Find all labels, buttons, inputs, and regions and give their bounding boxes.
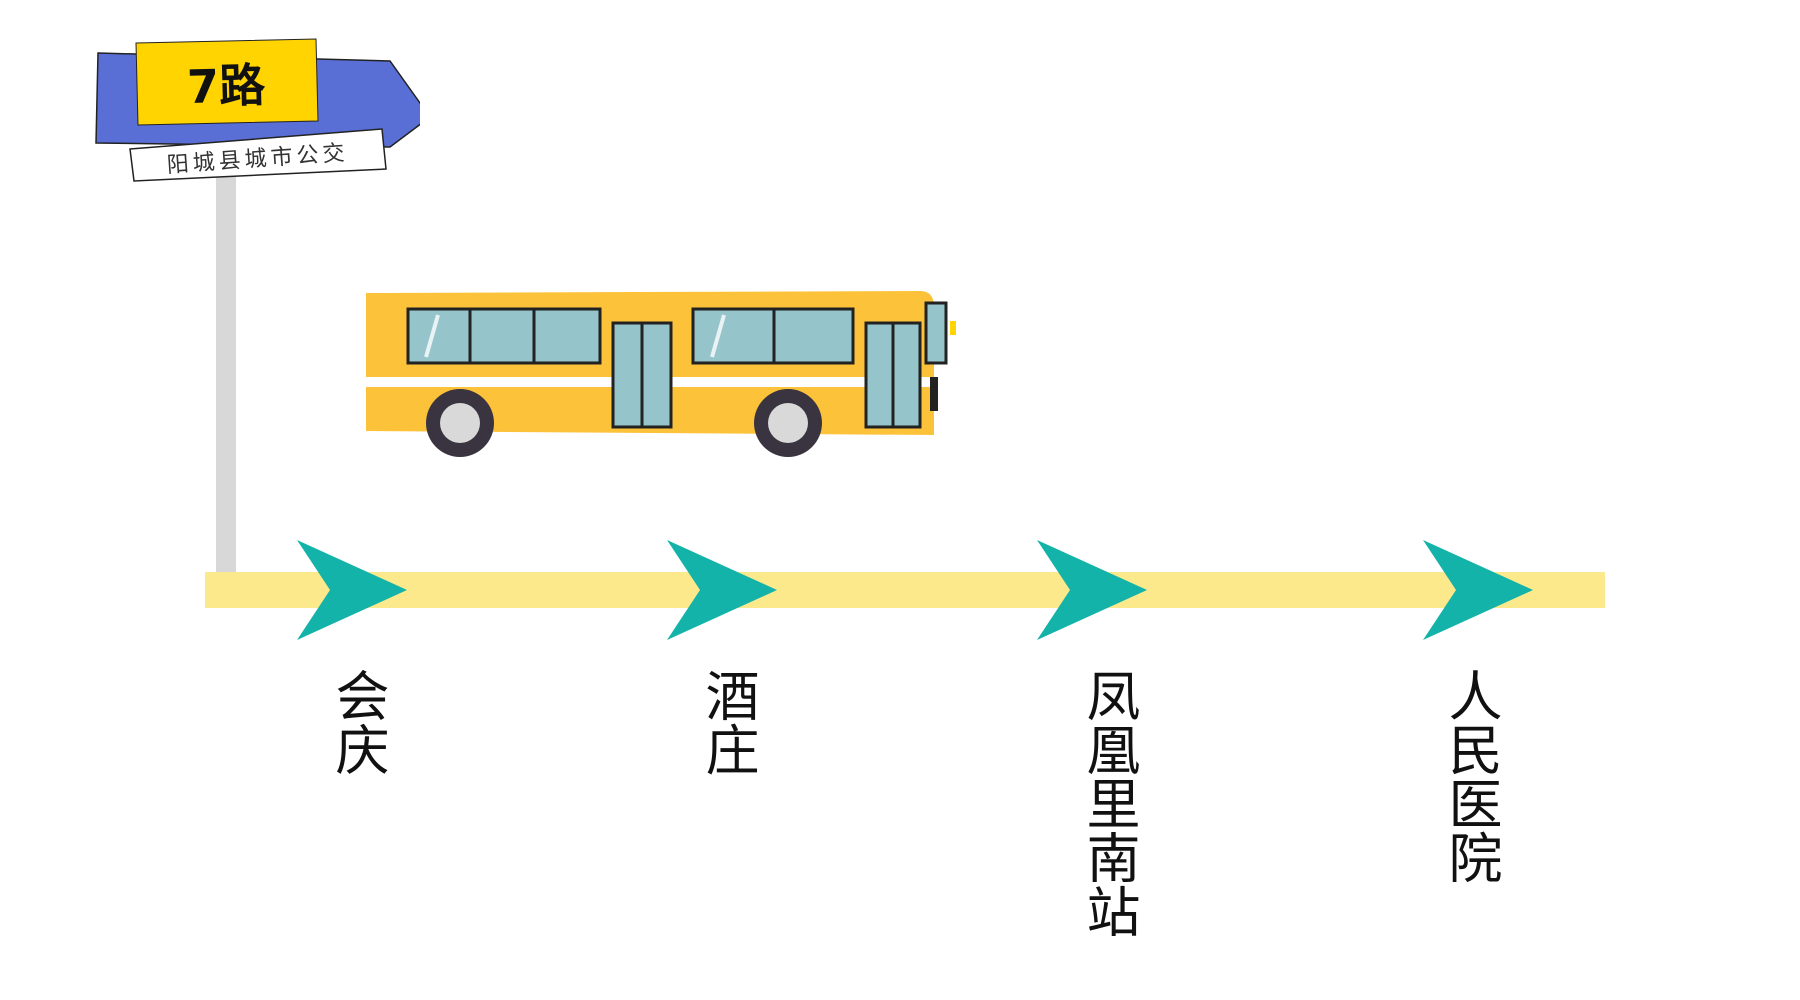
bus-windows-front xyxy=(406,307,602,365)
stop-arrow-3 xyxy=(1037,540,1147,640)
bus-bumper xyxy=(930,377,938,411)
bus-window-glints xyxy=(424,314,726,358)
bus-headlight xyxy=(950,321,956,335)
stop-label-3: 凤凰里南站 xyxy=(1077,668,1140,938)
bus-door-rear xyxy=(864,321,922,429)
bus-wheel-rear xyxy=(754,389,822,457)
stop-arrow-4 xyxy=(1423,540,1533,640)
stop-label-2: 酒庄 xyxy=(696,668,759,776)
stop-arrow-1 xyxy=(297,540,407,640)
bus-illustration xyxy=(366,291,956,457)
route-number: 7路 xyxy=(186,57,266,115)
bus-door-front xyxy=(611,321,673,429)
sign-board xyxy=(95,38,420,182)
stop-arrow-2 xyxy=(667,540,777,640)
bus-stop-sign: 7路 阳城县城市公交 xyxy=(90,25,420,605)
sign-pole xyxy=(216,175,236,605)
stop-label-4: 人民医院 xyxy=(1439,668,1502,884)
bus-wheel-front xyxy=(426,389,494,457)
stop-label-1: 会庆 xyxy=(326,668,389,776)
track-line xyxy=(205,572,1605,608)
bus-driver-window xyxy=(924,301,948,365)
route-track xyxy=(205,540,1605,640)
company-tag-bg xyxy=(129,128,387,182)
route-tag-bg xyxy=(135,38,319,126)
